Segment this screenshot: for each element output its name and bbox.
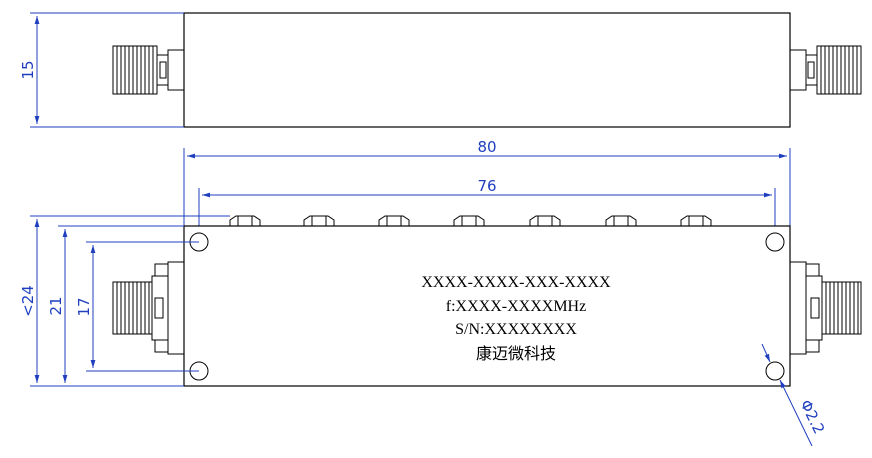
frequency-range: f:XXXX-XXXXMHz — [446, 298, 586, 315]
dim-top-height-label: 15 — [19, 60, 37, 79]
top-body — [183, 12, 791, 128]
top-view: 15 — [19, 12, 862, 128]
dim-height-overall: <24 — [19, 215, 230, 387]
top-right-connector — [789, 45, 862, 95]
top-left-connector — [112, 45, 185, 95]
dim-length-label: 80 — [477, 138, 496, 156]
dim-hole-spacing: 76 — [198, 177, 776, 232]
serial-number: S/N:XXXXXXXX — [455, 321, 577, 338]
front-body — [183, 225, 791, 387]
dim-height-body-label: 21 — [47, 296, 65, 315]
dim-height-holes-label: 17 — [75, 297, 93, 316]
tuning-screws — [229, 215, 712, 226]
front-left-connector — [112, 261, 185, 355]
company-name: 康迈微科技 — [476, 344, 556, 363]
dim-height-body: 21 — [47, 225, 184, 383]
front-view: XXXX-XXXX-XXX-XXXX f:XXXX-XXXXMHz S/N:XX… — [112, 215, 862, 387]
dim-hole-spacing-label: 76 — [477, 177, 496, 195]
mounting-hole — [765, 361, 785, 381]
dim-height-holes: 17 — [75, 241, 199, 372]
dim-length: 80 — [183, 138, 791, 226]
dim-hole-diameter-label: Φ2.2 — [796, 397, 828, 437]
front-right-connector — [789, 261, 862, 355]
dim-top-height: 15 — [19, 12, 184, 128]
mounting-hole — [765, 232, 785, 252]
dim-height-overall-label: <24 — [19, 285, 37, 317]
model-number: XXXX-XXXX-XXX-XXXX — [421, 274, 611, 291]
